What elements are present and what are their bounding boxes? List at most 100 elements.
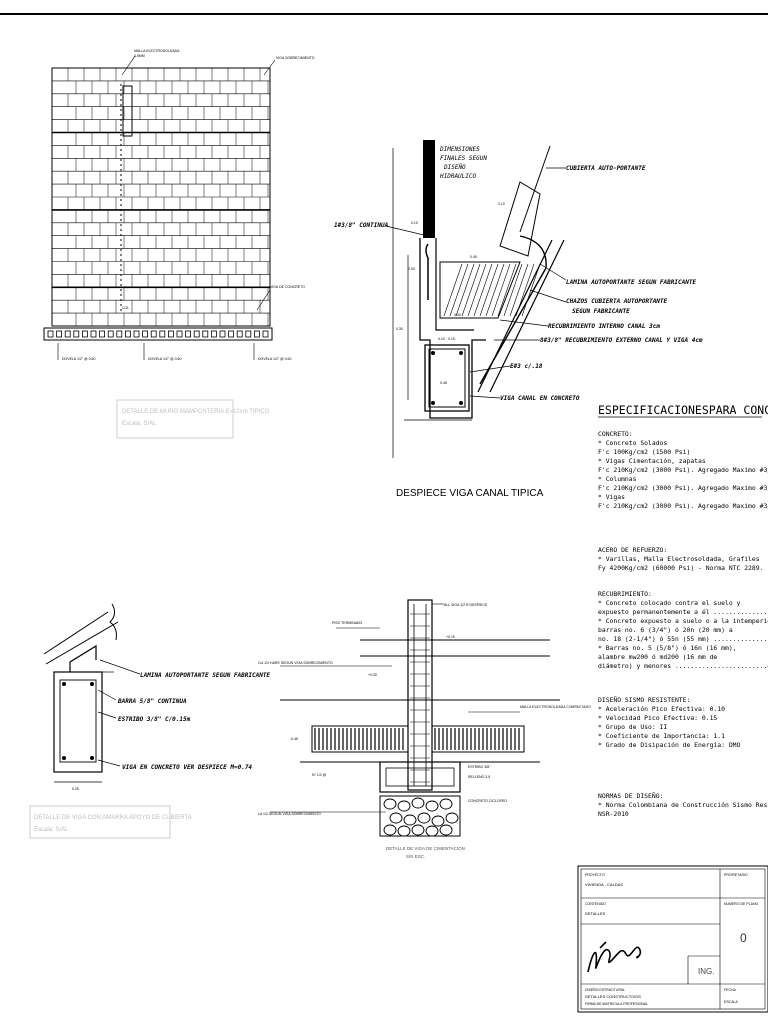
hatch-line [479,263,499,317]
gutter-rebar-hook [425,243,429,300]
fnd-caption-scale: S/N ESC. [406,854,425,859]
spec-line: alambre mw200 ó md200 (16 mm de [598,653,717,661]
roof-panel [499,181,541,257]
spec-line: * Vigas Cimentación, zapatas [598,457,706,465]
label-recub-int: RECUBRIMIENTO INTERNO CANAL 3cm [548,323,660,330]
stone [397,825,411,837]
rebar-dot [90,682,94,686]
fnd-label-left2: -0.45 [290,737,298,741]
tb-r4c1b: DETALLES CONSTRUCTIVOS [585,994,641,999]
footing-block [47,330,54,338]
spec-line: NORMAS DE DISEÑO: [598,791,663,800]
fnd-label-ne: +0.15 [446,635,455,639]
gutter-channel-inner [435,238,474,331]
spec-line: expuesto permanentemente a él ..........… [598,608,768,616]
spec-line: NSR-2010 [598,810,629,818]
spec-line: * Concreto Solados [598,439,667,447]
cyclopean-stones [383,797,459,837]
wall-label-col: COL [122,306,129,310]
roof-slope-line [43,611,109,655]
spec-line: * Velocidad Pico Efectiva: 0.15 [598,714,717,722]
footing-block [253,330,260,338]
hatch-line [473,263,493,317]
roof-anchor [69,644,97,672]
tb-r4c1c: FIRMA DE MATRICULA PROFESIONAL [585,1002,648,1006]
rebar-dot [62,682,66,686]
spec-line: * Concreto expuesto a suelo o a la intem… [598,617,768,625]
stone [383,798,397,810]
footing-block [236,330,243,338]
footing-block [202,330,209,338]
fnd-label-relleno: RELLENO 2.5 [468,775,490,779]
stone [439,798,453,810]
leader-estribo [97,711,117,719]
leader-chazos [529,289,567,303]
gutter-channel-outline [419,238,486,419]
footing-outline [379,761,461,793]
spec-line: * Vigas [598,493,625,501]
column-outline [407,599,433,791]
spec-line: ACERO DE REFUERZO: [598,546,667,554]
tb-r4c2: FECHA [724,988,737,992]
footing-block [142,330,149,338]
fnd-label-left: Col 1/2 HARE SEGUN VIGA SOBRECIMIENTO [258,661,333,665]
tb-r1c1: PROYECTO [585,873,605,877]
note-dims-3: DISEÑO [443,164,466,171]
label-lamina-2: LAMINA AUTOPORTANTE SEGUN FABRICANTE [140,672,270,679]
leader-lamina [99,659,141,675]
roof-rebar [479,235,547,385]
fnd-label-nivel: +0.00 [368,673,377,677]
stone [425,825,439,837]
footing-strip [43,327,273,341]
spec-line: * Grupo de Uso: II [598,723,667,731]
tb-stamp: ING. [698,967,714,976]
rebar-dot [431,351,435,355]
footing-block [133,330,140,338]
wall-label-malla: MALLA ELECTROSOLDADA [134,49,180,53]
fnd-caption-title: DETALLE DE VIGA DE CIMENTACION [386,846,465,851]
tb-r2c2: NUMERO DE PLANO [724,902,759,906]
footing-block [107,330,114,338]
hatch-line [503,263,523,317]
leader-recub-int [499,319,549,327]
gutter-beam-detail: DIMENSIONES FINALES SEGUN DISEÑO HIDRAUL… [334,140,703,499]
leader-lamina [539,263,567,281]
label-estribo-2: ESTRIBO 3/8" C/0.15m [118,716,191,723]
footing-stirrup [385,767,455,787]
hatch-line [461,263,481,317]
spec-title: ESPECIFICACIONESPARA CONCRETO: [598,403,768,417]
hatch-line [485,263,505,317]
footing-block [245,330,252,338]
fnd-label-piso: PISO TERMINADO [332,621,363,625]
note-dims-4: HIDRAULICO [439,173,477,180]
wall-leader-top-right [263,59,276,76]
stone [403,814,417,826]
footing-block [64,330,71,338]
dim-1: 0.10 [411,221,418,225]
spec-line: * Concreto colocado contra el suelo y [598,599,741,607]
hatch-line [497,263,517,317]
stone [445,812,459,824]
roof-beam-stirrup [59,679,97,763]
footing-label-1: DOVELA 1/2" @ 0.60 [62,357,95,361]
label-lamina: LAMINA AUTOPORTANTE SEGUN FABRICANTE [566,279,696,286]
label-continua: 1#3/8" CONTINUA [334,222,389,229]
fnd-label-left3: N° 1/2 @ [312,773,327,777]
leader-estribo [469,365,511,373]
dim-9: 0.90 [408,267,415,271]
fnd-label-estribo: ESTRIBO 3/8" [468,765,491,769]
wall-label-viga: VIGA SOBRECIMIENTO [276,56,315,60]
wall-opening [122,85,133,137]
spec-line: F'c 210Kg/cm2 (3000 Psi). Agregado Maxim… [598,484,768,492]
leader-viga [97,759,121,767]
beam-roof-detail: 0.25 LAMINA AUTOPORTANTE SEGUN FABRICANT… [29,603,270,839]
rebar-dot [431,401,435,405]
hatch-line [443,263,463,317]
fnd-label-malla: MALLA ELECTROSOLDADA COMPACTADO [520,705,591,709]
label-chazos-2: SEGUN FABRICANTE [572,308,630,315]
spec-line: * Aceleración Pico Efectiva: 0.10 [598,705,725,713]
stone [425,800,439,812]
footing-block [262,330,269,338]
leader-continua [385,225,429,237]
